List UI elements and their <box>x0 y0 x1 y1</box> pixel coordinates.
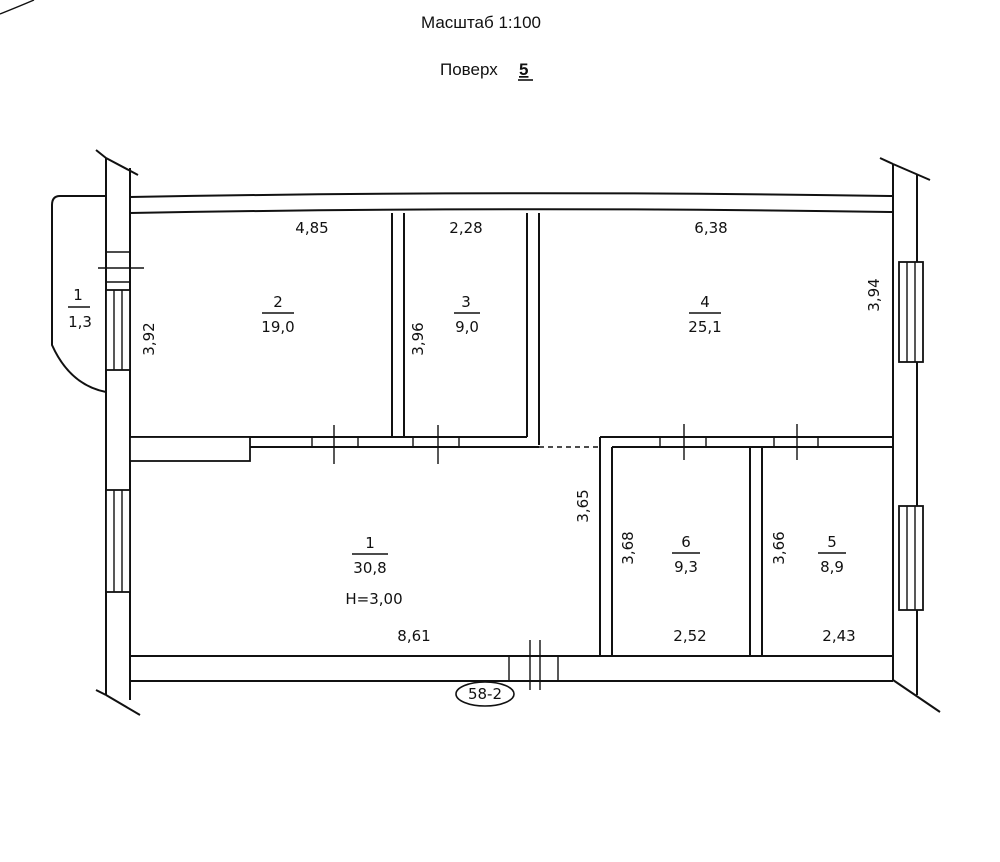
svg-text:58-2: 58-2 <box>468 685 502 703</box>
right-window-upper <box>898 261 924 363</box>
svg-text:2: 2 <box>273 293 283 311</box>
dim-bottom-room1: 8,61 <box>397 627 430 645</box>
room-6-label: 6 9,3 <box>672 533 700 576</box>
room-4-label: 4 25,1 <box>688 293 721 336</box>
balcony-area: 1,3 <box>68 313 92 331</box>
partition-room1-room6 <box>599 437 613 656</box>
dim-room4-depth: 3,94 <box>865 278 883 311</box>
partition-room3-room4 <box>526 213 540 445</box>
svg-text:19,0: 19,0 <box>261 318 294 336</box>
dim-room3-depth: 3,96 <box>409 322 427 355</box>
dim-room5-depth: 3,66 <box>770 531 788 564</box>
plan-stamp: 58-2 <box>455 681 515 707</box>
left-window-lower <box>105 489 131 593</box>
svg-text:9,0: 9,0 <box>455 318 479 336</box>
room-1-label: 1 30,8 H=3,00 <box>345 534 402 608</box>
right-window-lower <box>898 505 924 611</box>
scale-title: Масштаб 1:100 <box>421 13 541 32</box>
room-2-label: 2 19,0 <box>261 293 294 336</box>
dim-room2-depth: 3,92 <box>140 322 158 355</box>
left-door-balcony <box>98 251 144 283</box>
dim-bottom-room5: 2,43 <box>822 627 855 645</box>
svg-text:8,9: 8,9 <box>820 558 844 576</box>
room-3-label: 3 9,0 <box>454 293 480 336</box>
partition-room2-room3 <box>391 213 405 437</box>
left-window-upper <box>105 289 131 371</box>
floor-number: 5 <box>519 60 528 79</box>
top-wall <box>129 192 894 214</box>
svg-text:6: 6 <box>681 533 691 551</box>
dim-room6-depth: 3,68 <box>619 531 637 564</box>
wall-room4-rooms5-6 <box>600 424 893 460</box>
right-outer-wall <box>879 157 941 713</box>
balcony-number: 1 <box>73 286 83 304</box>
wall-rooms2-3-room1 <box>129 425 539 464</box>
svg-text:3: 3 <box>461 293 471 311</box>
svg-text:9,3: 9,3 <box>674 558 698 576</box>
dim-top-room3: 2,28 <box>449 219 482 237</box>
svg-text:H=3,00: H=3,00 <box>345 590 402 608</box>
svg-text:25,1: 25,1 <box>688 318 721 336</box>
dim-top-room2: 4,85 <box>295 219 328 237</box>
svg-text:5: 5 <box>827 533 837 551</box>
balcony-outline <box>51 195 107 393</box>
dim-bottom-room6: 2,52 <box>673 627 706 645</box>
dim-room1-depth: 3,65 <box>574 489 592 522</box>
svg-text:4: 4 <box>700 293 710 311</box>
dim-top-room4: 6,38 <box>694 219 727 237</box>
entrance-door <box>508 640 559 690</box>
svg-text:1: 1 <box>365 534 375 552</box>
bottom-wall <box>130 655 893 682</box>
svg-text:30,8: 30,8 <box>353 559 386 577</box>
floor-title: Поверх <box>440 60 498 79</box>
left-outer-wall <box>95 149 141 716</box>
corner-mark <box>0 0 35 15</box>
partition-room6-room5 <box>749 447 763 656</box>
room-5-label: 5 8,9 <box>818 533 846 576</box>
